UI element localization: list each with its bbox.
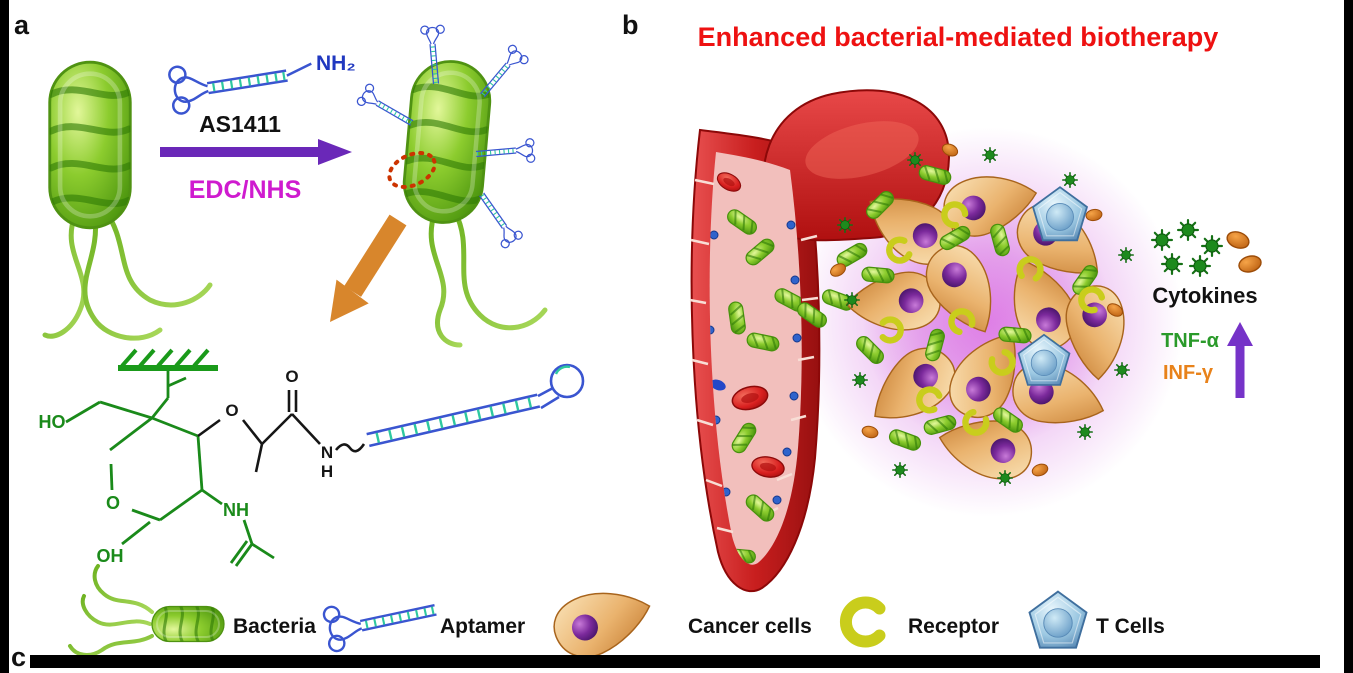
legend: Bacteria Aptamer Cancer cells Receptor T…	[68, 564, 1165, 667]
legend-aptamer-item: Aptamer	[322, 586, 525, 653]
zoom-arrow	[330, 214, 407, 322]
membrane-anchor	[118, 348, 218, 371]
vessel-wall-junctions	[689, 178, 819, 534]
conjugation-site-dashed-circle	[387, 151, 437, 189]
linker	[197, 390, 366, 473]
nh2-label: NH₂	[316, 52, 356, 75]
sugar-ring	[65, 371, 275, 567]
chem-ring-o-label: O	[106, 493, 120, 513]
legend-receptor-label: Receptor	[908, 615, 999, 638]
decorated-bacterium-illustration	[356, 24, 548, 348]
panel-b: b Enhanced bacterial-mediated biotherapy	[622, 10, 1264, 593]
blood-vessel	[689, 89, 951, 593]
legend-cancer-cell-item: Cancer cells	[545, 575, 812, 667]
chem-oh-label: OH	[97, 546, 124, 566]
chem-ho-label: HO	[39, 412, 66, 432]
chem-nh-label: NH	[223, 500, 249, 520]
cytokines-annotation: Cytokines TNF-α INF-γ	[1150, 219, 1264, 398]
legend-aptamer-label: Aptamer	[440, 615, 525, 638]
free-aptamer-illustration: NH₂	[165, 52, 356, 116]
inf-gamma-label: INF-γ	[1163, 362, 1214, 384]
legend-receptor-item: Receptor	[846, 603, 999, 642]
panel-b-label: b	[622, 10, 639, 40]
chemical-structure: HO O OH NH O O N H	[39, 348, 585, 567]
flagella	[42, 207, 213, 341]
cytokines-cluster	[1150, 219, 1264, 277]
as1411-label: AS1411	[199, 111, 281, 137]
flagella	[68, 564, 154, 657]
reaction-arrow	[160, 139, 352, 165]
chem-ether-o-label: O	[225, 401, 238, 420]
chem-amide-n-label: N	[321, 443, 333, 462]
chem-carbonyl-o-label: O	[285, 367, 298, 386]
legend-t-cells-label: T Cells	[1096, 615, 1165, 638]
legend-bacteria-item: Bacteria	[68, 564, 316, 657]
legend-t-cells-item: T Cells	[1028, 590, 1165, 649]
plain-bacterium-illustration	[42, 62, 213, 341]
legend-bacteria-label: Bacteria	[233, 615, 316, 638]
conjugated-aptamer	[365, 363, 585, 448]
chem-amide-h-label: H	[321, 462, 333, 481]
panel-a: a NH₂ AS1411 EDC/NHS	[14, 10, 585, 567]
flagella	[428, 209, 548, 348]
panel-a-label: a	[14, 10, 30, 40]
legend-cancer-cells-label: Cancer cells	[688, 615, 812, 638]
edc-nhs-label: EDC/NHS	[189, 176, 302, 204]
cytokine-increase-arrow	[1227, 322, 1253, 398]
tnf-alpha-label: TNF-α	[1161, 330, 1220, 352]
panel-b-title: Enhanced bacterial-mediated biotherapy	[698, 22, 1219, 52]
cytokines-label: Cytokines	[1152, 283, 1257, 308]
panel-c-label: c	[11, 642, 26, 672]
